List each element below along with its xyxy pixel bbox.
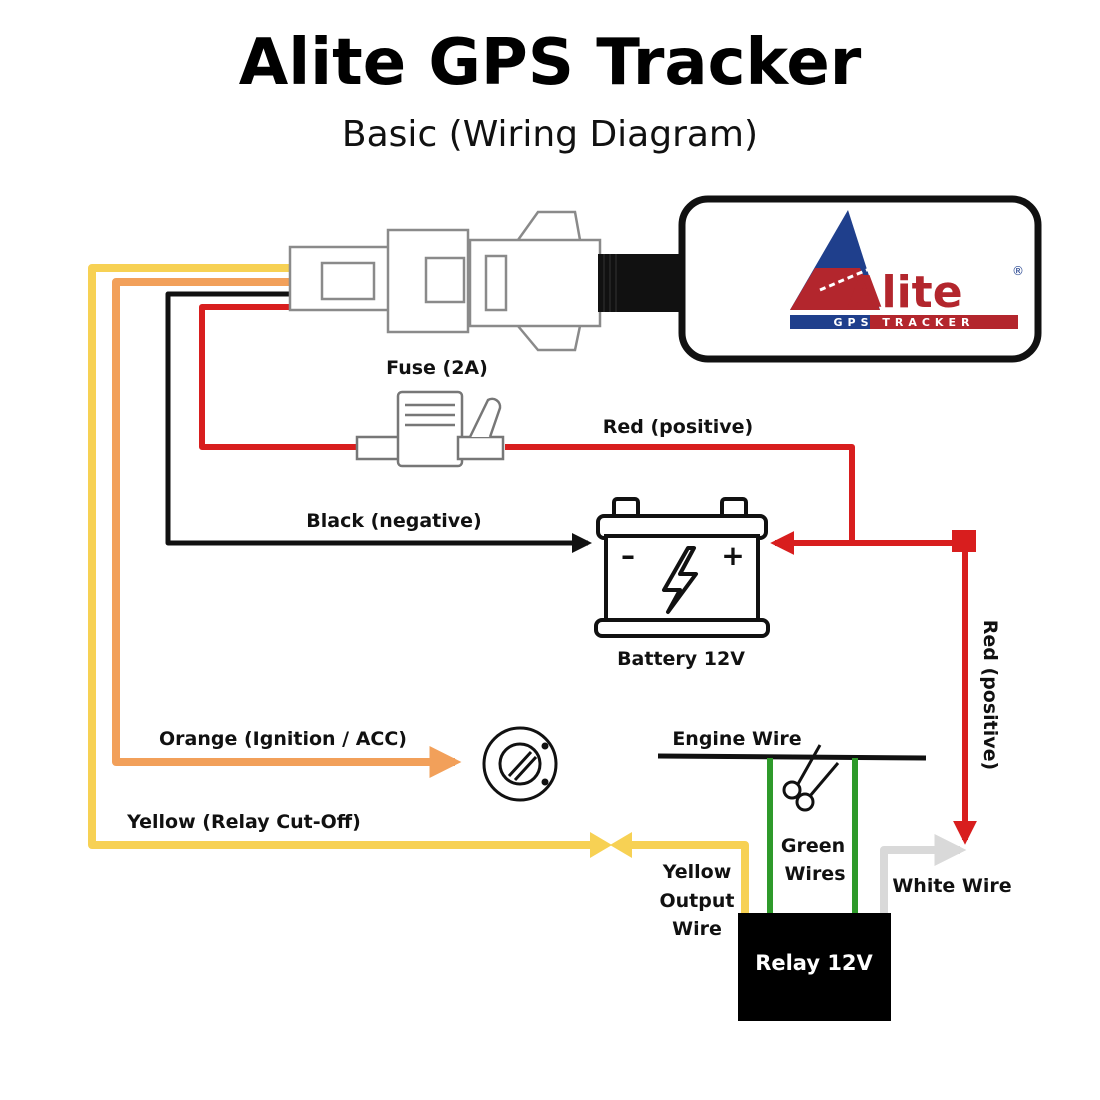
fuse-icon — [355, 390, 505, 468]
red-wire-device — [199, 304, 365, 450]
yellow-wire — [88, 264, 598, 849]
fuse-label: Fuse (2A) — [386, 357, 488, 379]
engine-wire-label: Engine Wire — [672, 728, 801, 750]
red-positive-side-label: Red (positive) — [979, 620, 1001, 770]
battery-icon — [594, 497, 770, 638]
engine-wire — [657, 753, 927, 761]
orange-wire — [112, 278, 462, 778]
device-cable — [598, 254, 682, 312]
orange-ignition-label: Orange (Ignition / ACC) — [159, 728, 407, 750]
green-wires-label-line1: Green — [781, 835, 845, 857]
relay-label: Relay 12V — [755, 951, 873, 975]
red-junction — [952, 530, 976, 552]
page-subtitle: Basic (Wiring Diagram) — [341, 114, 759, 155]
logo-subtext: GPS TRACKER — [834, 316, 975, 329]
battery-minus-label: – — [621, 539, 635, 572]
black-negative-label: Black (negative) — [306, 510, 481, 532]
alite-logo: Alite ® GPS TRACKER — [790, 210, 1024, 329]
logo-registered: ® — [1012, 264, 1024, 278]
relay-box — [738, 913, 891, 1021]
red-positive-top-label: Red (positive) — [603, 416, 753, 438]
yellow-connector-icon — [590, 832, 632, 858]
scissors-icon — [782, 744, 840, 812]
battery-plus-label: + — [721, 539, 744, 572]
battery-label: Battery 12V — [617, 648, 745, 670]
yellow-output-label-line3: Wire — [672, 918, 722, 940]
white-wire-label: White Wire — [892, 875, 1011, 897]
ignition-switch-icon — [482, 726, 558, 802]
green-wires-label-line2: Wires — [784, 863, 845, 885]
yellow-output-label-line2: Output — [660, 890, 735, 912]
page-title: Alite GPS Tracker — [238, 26, 862, 100]
yellow-output-wire — [628, 841, 749, 915]
yellow-output-label-line1: Yellow — [662, 861, 732, 883]
black-wire — [165, 291, 592, 553]
logo-text: Alite — [847, 267, 962, 318]
white-wire — [880, 834, 967, 915]
yellow-relay-cutoff-label: Yellow (Relay Cut-Off) — [126, 811, 361, 833]
cable-ribbing — [603, 254, 617, 312]
red-wire-fuse-to-battery — [505, 444, 855, 540]
wire-harness-connector — [288, 210, 602, 352]
